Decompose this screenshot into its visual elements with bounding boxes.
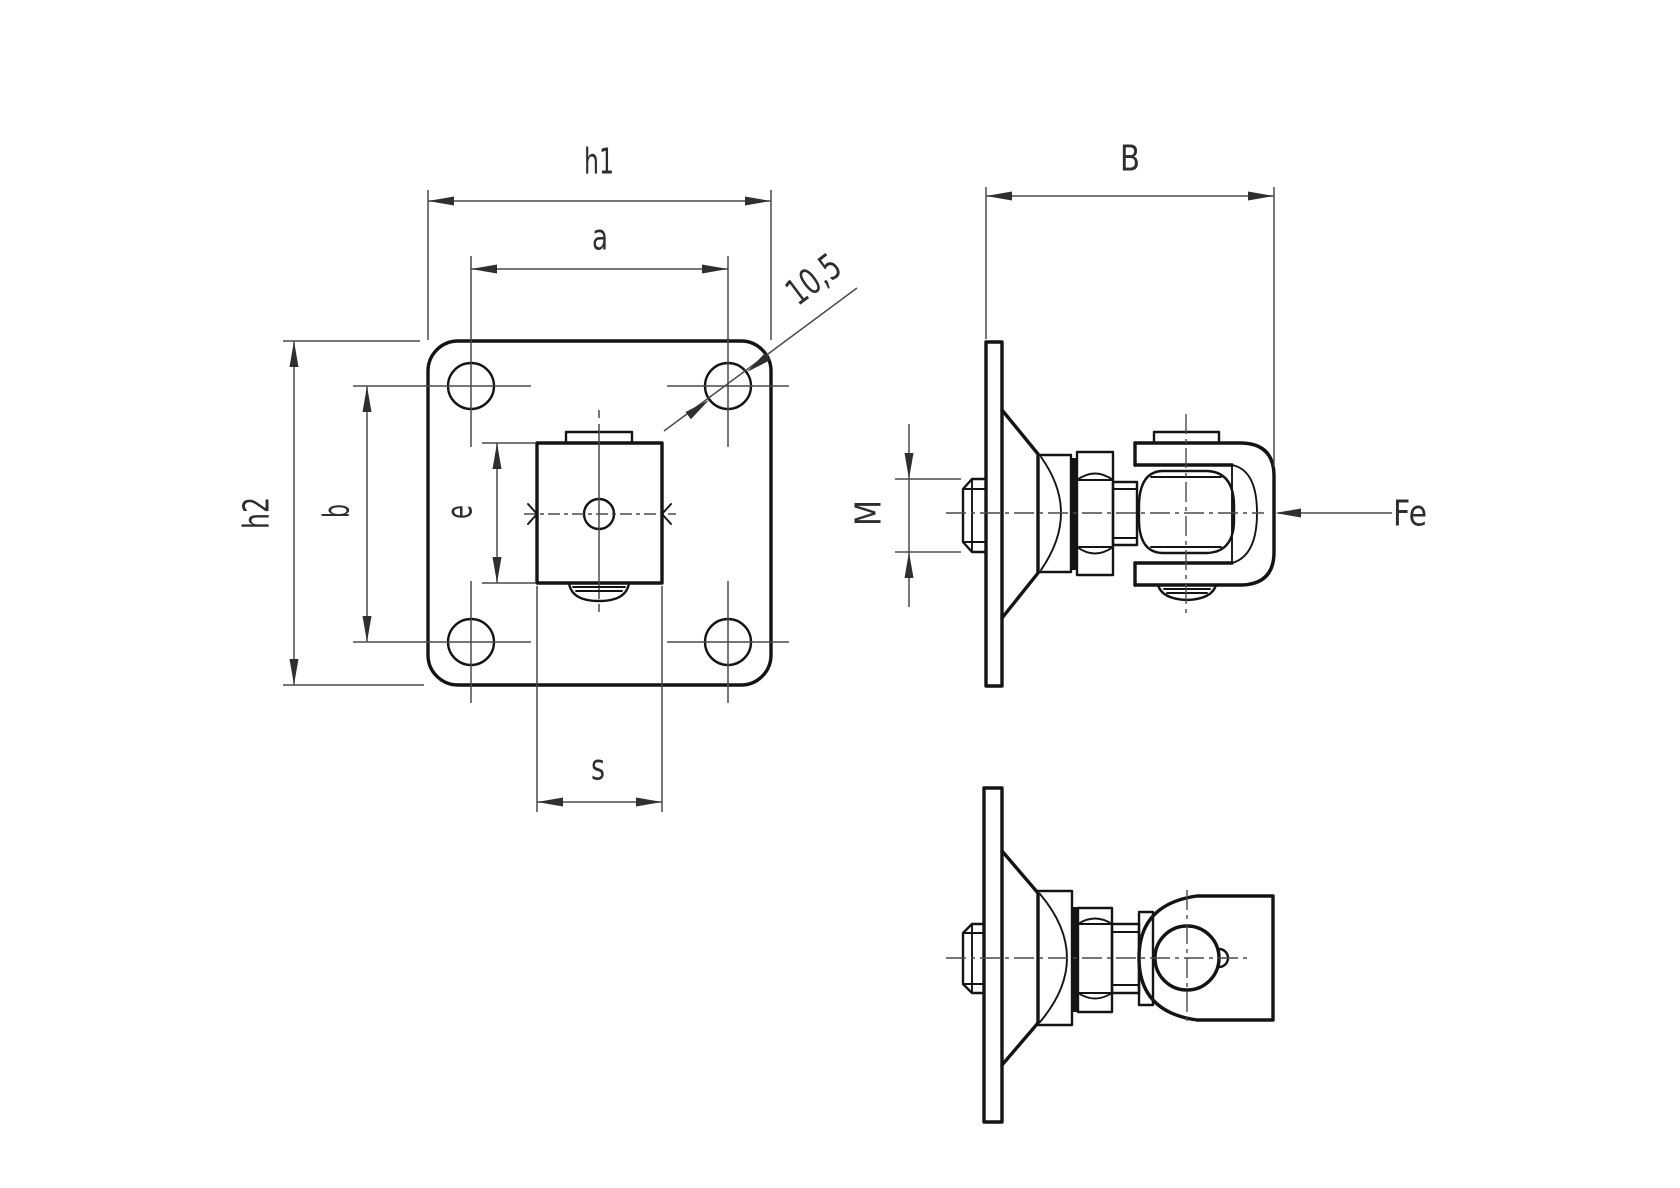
arrowhead	[492, 443, 502, 469]
hex-nut-2-arc	[1076, 472, 1114, 481]
plate-outline	[426, 339, 773, 687]
bracket-outer	[1133, 441, 1276, 587]
dim-label-e: e	[440, 505, 481, 519]
serrated-washer	[1071, 458, 1077, 570]
dim-label-s: s	[591, 748, 605, 789]
centerline-notch-right	[661, 503, 672, 525]
dim-label-B: B	[1120, 139, 1140, 180]
arrowhead	[745, 196, 771, 206]
arrowhead	[428, 196, 454, 206]
leader-hole-diameter: 10,5	[663, 246, 858, 432]
arrowhead	[1248, 191, 1274, 201]
arrowhead	[685, 400, 709, 420]
dim-label-h2: h2	[237, 497, 278, 529]
arrowhead	[702, 264, 728, 274]
serrated-washer	[1072, 907, 1078, 1012]
dim-label-b: b	[317, 504, 358, 518]
bolt-head-outline	[961, 477, 988, 554]
hex-nut-2-arc	[1077, 992, 1113, 1000]
leader-Fe: Fe	[1275, 494, 1427, 535]
washer-dome	[567, 581, 631, 603]
mounting-plate	[426, 339, 789, 703]
arrowhead	[904, 552, 914, 578]
arrowhead	[362, 616, 372, 642]
arrowhead	[747, 352, 771, 372]
dim-label-M: M	[849, 500, 890, 526]
arrowhead	[537, 797, 563, 807]
dimension-b: b	[317, 385, 531, 643]
arrowhead	[362, 386, 372, 412]
arrowhead	[492, 557, 502, 583]
cone-washer	[1000, 408, 1040, 620]
side-view-plan	[946, 786, 1275, 1124]
hex-nut-2-arc	[1076, 546, 1114, 555]
arrowhead	[904, 453, 914, 479]
arrowhead	[636, 797, 662, 807]
plate-edge	[982, 786, 1004, 1124]
adapter-block	[524, 410, 676, 612]
arrowhead	[289, 341, 299, 367]
barrel-nut	[1137, 469, 1236, 555]
label-Fe: Fe	[1393, 494, 1427, 535]
dim-label-hole-dia: 10,5	[779, 246, 850, 314]
front-view: h1 a h2 b	[237, 142, 858, 812]
threaded-shank	[1111, 480, 1139, 547]
dimension-h1: h1	[427, 142, 772, 340]
dimension-B: B	[985, 139, 1275, 467]
dim-label-a: a	[592, 218, 608, 259]
plate-edge	[984, 340, 1004, 688]
dimension-a: a	[470, 218, 729, 447]
eye-body-outline	[1137, 894, 1275, 1022]
hex-nut-2-arc	[1077, 917, 1113, 925]
dim-label-h1: h1	[584, 142, 614, 183]
dimension-e: e	[440, 442, 536, 584]
arrowhead	[986, 191, 1012, 201]
bracket-washer-dome	[1156, 583, 1218, 602]
arrowhead	[1275, 508, 1301, 518]
dimension-M: M	[849, 424, 961, 607]
dimension-h2: h2	[237, 340, 424, 686]
arrowhead	[289, 659, 299, 685]
dimension-s: s	[536, 586, 663, 812]
arrowhead	[471, 264, 497, 274]
centerline-notch-left	[527, 503, 538, 525]
hinge-bracket	[1133, 414, 1276, 613]
bracket-web-inner	[1231, 464, 1258, 564]
adjusting-bolt-head	[961, 477, 988, 554]
side-view-elevation: B M Fe	[849, 139, 1427, 688]
